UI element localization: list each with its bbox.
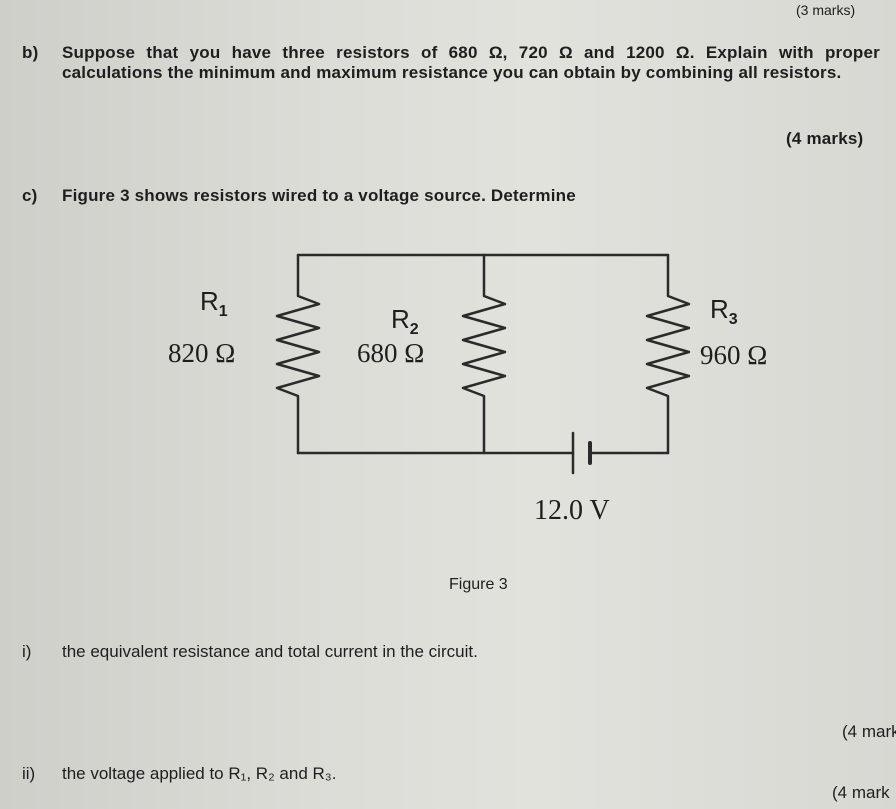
question-b-marks: (4 marks) [786, 129, 864, 148]
part-i-marks: (4 mark [842, 722, 896, 741]
figure-caption: Figure 3 [449, 576, 508, 593]
r1-value: 820 Ω [168, 338, 235, 368]
marks-a: (3 marks) [796, 2, 856, 18]
part-ii-label: ii) [22, 764, 36, 783]
question-b-text: Suppose that you have three resistors of… [62, 43, 880, 82]
r3-value: 960 Ω [700, 340, 767, 370]
resistor-r1-zigzag [275, 253, 321, 455]
part-ii-text: the voltage applied to R₁, R₂ and R₃. [62, 764, 337, 783]
question-b-label: b) [22, 43, 39, 62]
question-c-label: c) [22, 186, 38, 205]
r2-value: 680 Ω [357, 338, 424, 368]
part-ii-marks: (4 mark [832, 783, 890, 802]
question-c-text: Figure 3 shows resistors wired to a volt… [62, 186, 576, 205]
r3-symbol: R3 [710, 294, 738, 328]
r1-symbol: R1 [200, 286, 228, 320]
part-i-label: i) [22, 642, 32, 661]
resistor-r2-zigzag [461, 253, 507, 455]
resistor-r3-zigzag [645, 253, 691, 455]
battery-voltage: 12.0 V [534, 495, 610, 526]
part-i-text: the equivalent resistance and total curr… [62, 642, 478, 661]
r2-symbol: R2 [391, 304, 419, 338]
